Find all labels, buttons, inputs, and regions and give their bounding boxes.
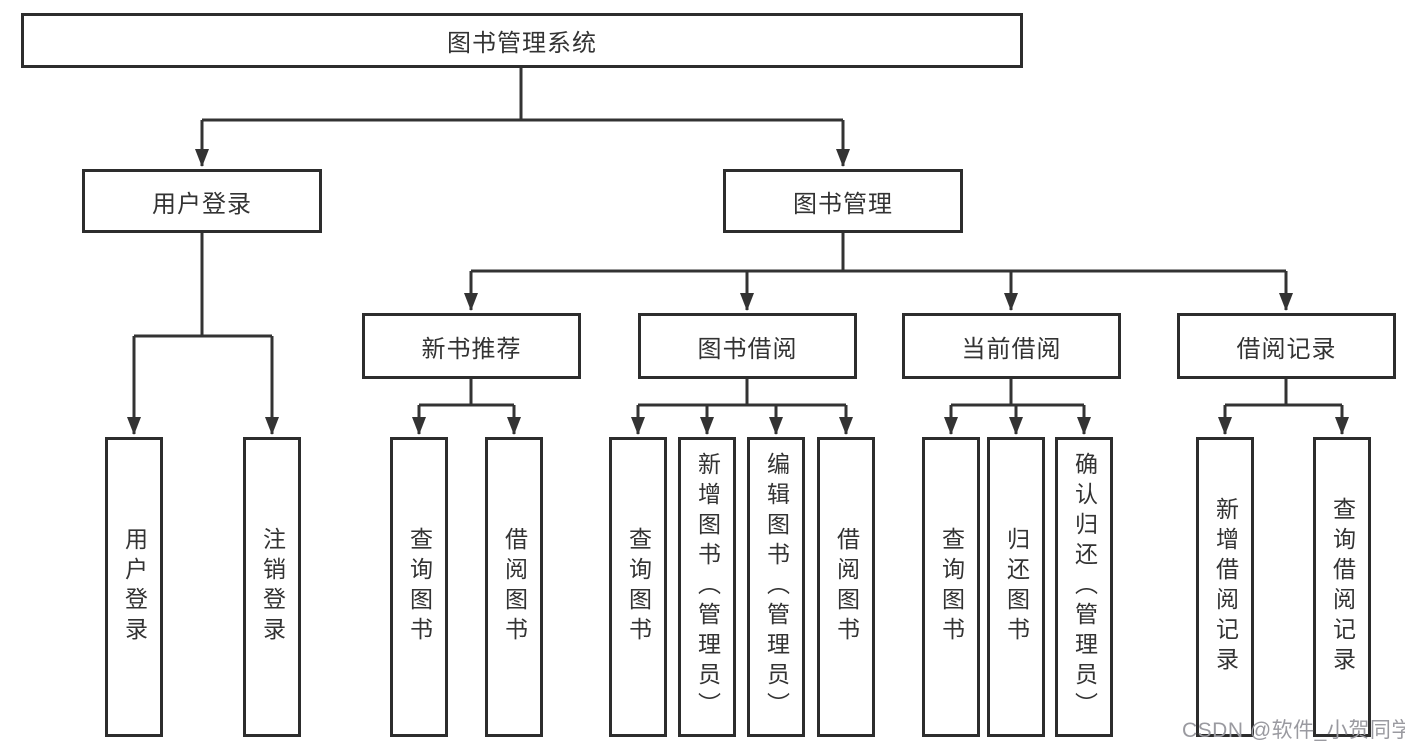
node-label: 借阅记录 [1236, 335, 1337, 363]
node-label: 注销登录 [259, 527, 286, 647]
node-current-borrow: 当前借阅 [902, 313, 1121, 379]
node-label: 图书借阅 [697, 335, 798, 363]
node-label: 确认归还（管理员） [1071, 452, 1098, 722]
node-book-management: 图书管理 [723, 169, 963, 233]
node-user-login: 用户登录 [82, 169, 322, 233]
leaf-logout-login: 注销登录 [243, 437, 301, 737]
node-borrow-records: 借阅记录 [1177, 313, 1396, 379]
leaf-query-books-current: 查询图书 [922, 437, 980, 737]
node-label: 当前借阅 [961, 335, 1062, 363]
leaf-edit-books-admin: 编辑图书（管理员） [747, 437, 805, 737]
node-label: 查询图书 [938, 527, 965, 647]
leaf-add-books-admin: 新增图书（管理员） [678, 437, 736, 737]
leaf-query-books-recommend: 查询图书 [390, 437, 448, 737]
leaf-query-books-borrow: 查询图书 [609, 437, 667, 737]
node-label: 借阅图书 [833, 527, 860, 647]
node-label: 查询图书 [406, 527, 433, 647]
node-label: 新增借阅记录 [1212, 497, 1239, 677]
node-root-label: 图书管理系统 [447, 30, 597, 57]
node-book-borrow: 图书借阅 [638, 313, 857, 379]
node-new-book-recommend: 新书推荐 [362, 313, 581, 379]
node-label: 查询借阅记录 [1329, 497, 1356, 677]
leaf-add-borrow-record: 新增借阅记录 [1196, 437, 1254, 737]
node-label: 编辑图书（管理员） [763, 452, 790, 722]
leaf-borrow-books-recommend: 借阅图书 [485, 437, 543, 737]
node-label: 用户登录 [121, 527, 148, 647]
watermark: CSDN @软件_小贺同学 [1182, 719, 1405, 742]
leaf-borrow-books: 借阅图书 [817, 437, 875, 737]
node-label: 归还图书 [1003, 527, 1030, 647]
node-label: 借阅图书 [501, 527, 528, 647]
leaf-return-books: 归还图书 [987, 437, 1045, 737]
leaf-confirm-return-admin: 确认归还（管理员） [1055, 437, 1113, 737]
leaf-query-borrow-record: 查询借阅记录 [1313, 437, 1371, 737]
node-label: 新增图书（管理员） [694, 452, 721, 722]
node-label: 用户登录 [152, 190, 252, 218]
node-label: 新书推荐 [421, 335, 522, 363]
node-label: 查询图书 [625, 527, 652, 647]
node-root: 图书管理系统 [21, 13, 1023, 68]
node-label: 图书管理 [793, 190, 893, 218]
leaf-user-login: 用户登录 [105, 437, 163, 737]
